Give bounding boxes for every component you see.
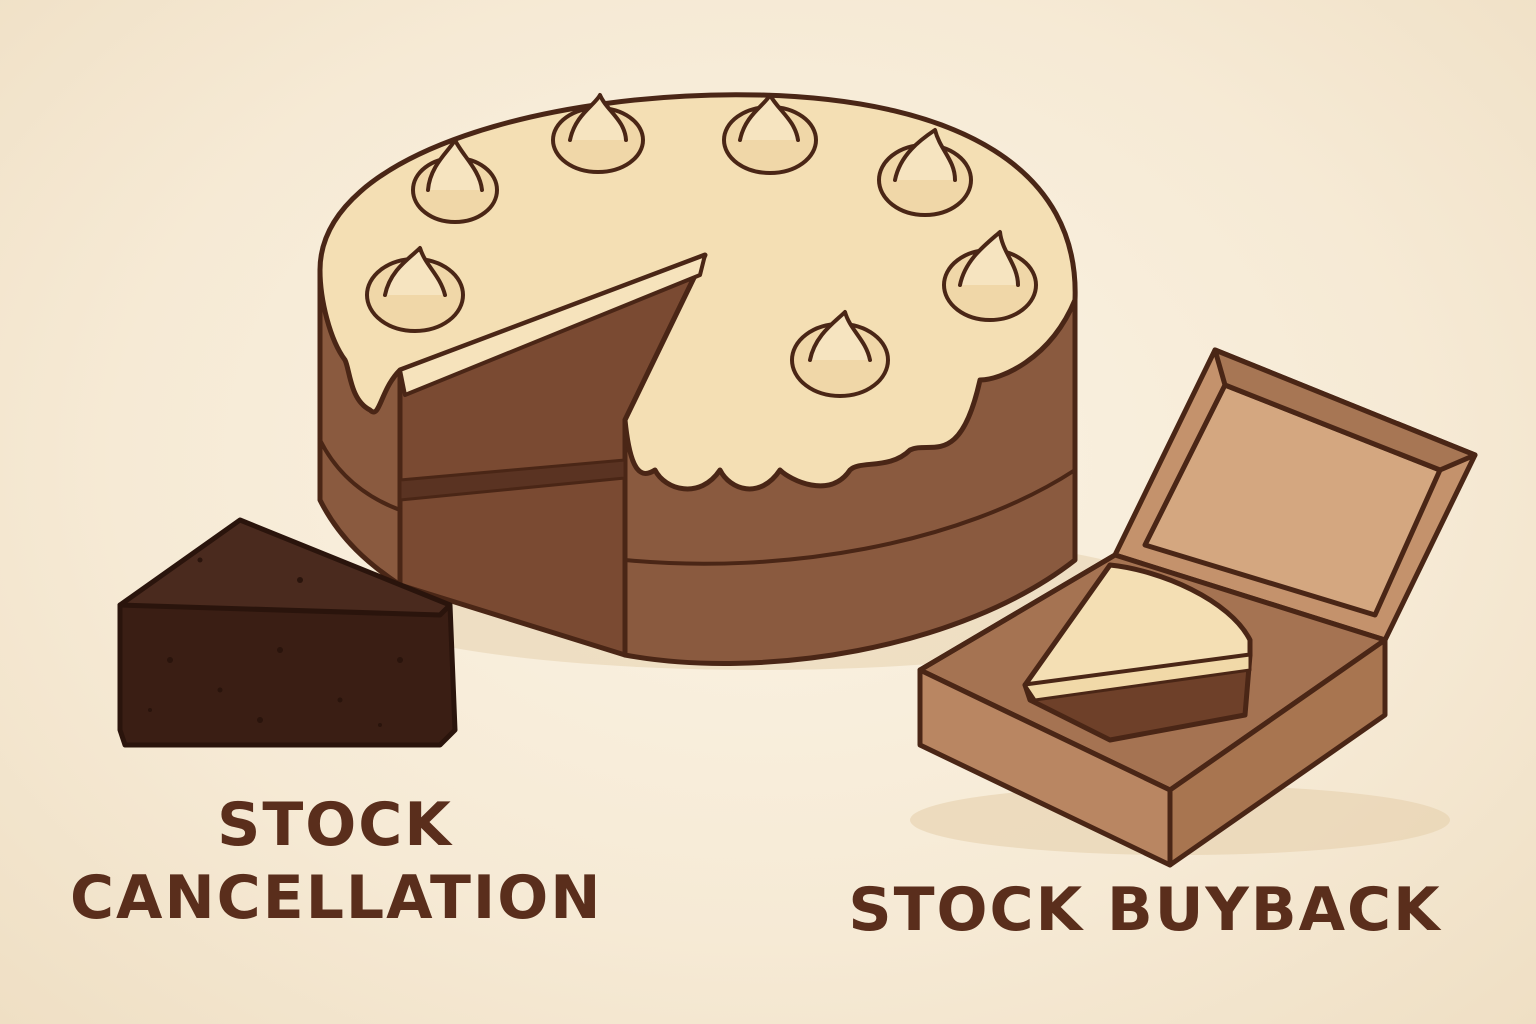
dollop-icon (942, 230, 1038, 322)
boxed-slice-frosting (1023, 653, 1252, 702)
caption-stock-cancellation-line2: CANCELLATION (70, 863, 603, 933)
cake-filling-right (623, 468, 1077, 566)
cake-filling-left (318, 438, 402, 512)
whole-cake-icon (317, 92, 1180, 670)
cake-filling-stripe (398, 458, 627, 502)
dollop-icon (722, 93, 818, 175)
cancelled-slice-icon (117, 517, 458, 748)
box-top-edge (918, 552, 1117, 673)
dollop-icon (551, 93, 645, 174)
dollop-icon (365, 246, 465, 333)
box-lid-flap (1212, 347, 1478, 473)
dollop-icon (790, 310, 890, 398)
buyback-box-icon (910, 347, 1478, 868)
box-right (1167, 637, 1388, 868)
dollop-icon (411, 138, 499, 224)
cancelled-slice-front (117, 602, 458, 748)
cut-face-frosting-edge (398, 253, 707, 397)
frosting-dollops (365, 93, 1038, 398)
caption-stock-buyback: STOCK BUYBACK (848, 875, 1442, 945)
boxed-slice-top (1022, 562, 1253, 688)
dollop-icon (877, 128, 973, 217)
caption-stock-cancellation-line1: STOCK (217, 790, 453, 860)
boxed-slice-icon (1022, 562, 1253, 743)
slice-texture (148, 557, 403, 727)
